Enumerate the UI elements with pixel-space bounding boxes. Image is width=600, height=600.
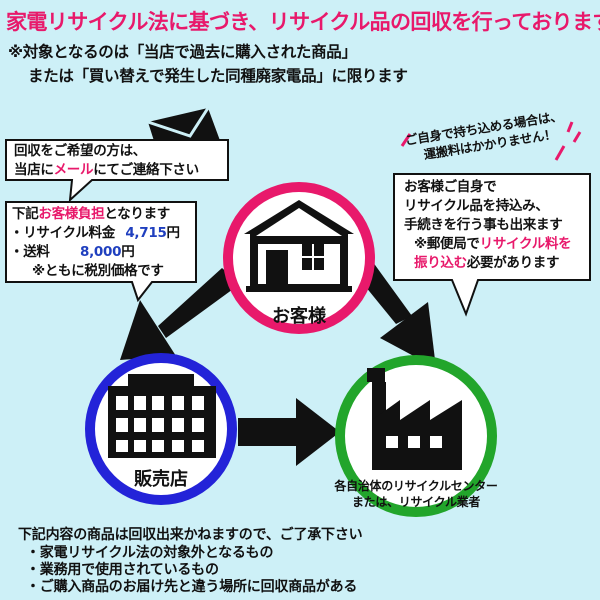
center-label-line-1: 各自治体のリサイクルセンター bbox=[334, 479, 498, 493]
house-icon bbox=[244, 200, 354, 292]
self-bubble-line-4: ※郵便局でリサイクル料を bbox=[414, 235, 572, 254]
arrow-customer-to-store bbox=[120, 268, 240, 360]
customer-label: お客様 bbox=[272, 306, 326, 327]
footer-item-1: ・家電リサイクル法の対象外となるもの bbox=[26, 545, 274, 561]
self-bubble-line-5: 振り込む必要があります bbox=[414, 254, 560, 273]
cost-bubble bbox=[5, 201, 197, 303]
mail-bubble-line-2: 当店にメールにてご連絡下さい bbox=[14, 161, 199, 180]
mail-bubble-line-2-pre: 当店に bbox=[14, 162, 54, 178]
cost-line-1-pre: 下記 bbox=[12, 206, 39, 222]
recycle-fee-value: 4,715 bbox=[125, 225, 167, 241]
footer-item-2: ・業務用で使用されているもの bbox=[26, 562, 219, 578]
mail-bubble-highlight: メール bbox=[53, 162, 94, 178]
mail-bubble-line-2-post: にてご連絡下さい bbox=[93, 162, 199, 178]
cost-bubble-line-2: ・リサイクル料金 4,715円 bbox=[10, 224, 180, 243]
footer-item-3: ・ご購入商品のお届け先と違う場所に回収商品がある bbox=[26, 579, 358, 595]
self-line-4-pre: ※郵便局で bbox=[414, 236, 480, 252]
notice-line-1: ※対象となるのは「当店で過去に購入された商品」 bbox=[8, 43, 357, 61]
self-line-5-highlight: 振り込む bbox=[414, 255, 467, 271]
center-label-line-2: または、リサイクル業者 bbox=[351, 495, 481, 509]
self-line-4-highlight: リサイクル料を bbox=[479, 236, 572, 252]
shipping-unit: 円 bbox=[121, 244, 135, 260]
self-bubble-line-1: お客様ご自身で bbox=[404, 179, 497, 195]
arrow-store-to-center bbox=[238, 398, 340, 466]
building-icon bbox=[108, 374, 216, 458]
cost-line-1-highlight: お客様負担 bbox=[38, 206, 105, 222]
page-title: 家電リサイクル法に基づき、リサイクル品の回収を行っております bbox=[6, 10, 600, 34]
cost-bubble-line-3: ・送料 8,000円 bbox=[10, 243, 135, 262]
self-bubble-line-3: 手続きを行う事も出来ます bbox=[404, 217, 563, 233]
factory-icon bbox=[367, 368, 462, 470]
cost-bubble-line-4: ※ともに税別価格です bbox=[32, 263, 164, 279]
shipping-label: ・送料 bbox=[10, 244, 50, 260]
recycle-fee-unit: 円 bbox=[166, 225, 181, 241]
self-line-5-post: 必要があります bbox=[466, 255, 560, 271]
shipping-value: 8,000 bbox=[80, 244, 122, 260]
footer-intro: 下記内容の商品は回収出来かねますので、ご了承下さい bbox=[18, 527, 363, 543]
store-label: 販売店 bbox=[134, 469, 188, 490]
cost-bubble-line-1: 下記お客様負担となります bbox=[12, 205, 170, 224]
self-delivery-bubble bbox=[393, 173, 591, 317]
mail-bubble bbox=[5, 139, 229, 203]
cost-line-1-post: となります bbox=[104, 206, 171, 222]
recycle-fee-label: ・リサイクル料金 bbox=[10, 225, 115, 241]
center-label: 各自治体のリサイクルセンター または、リサイクル業者 bbox=[326, 478, 506, 510]
mail-bubble-line-1: 回収をご希望の方は、 bbox=[14, 143, 146, 159]
notice-line-2: または「買い替えで発生した同種廃家電品」に限ります bbox=[28, 67, 408, 85]
self-bubble-line-2: リサイクル品を持込み、 bbox=[404, 198, 549, 214]
